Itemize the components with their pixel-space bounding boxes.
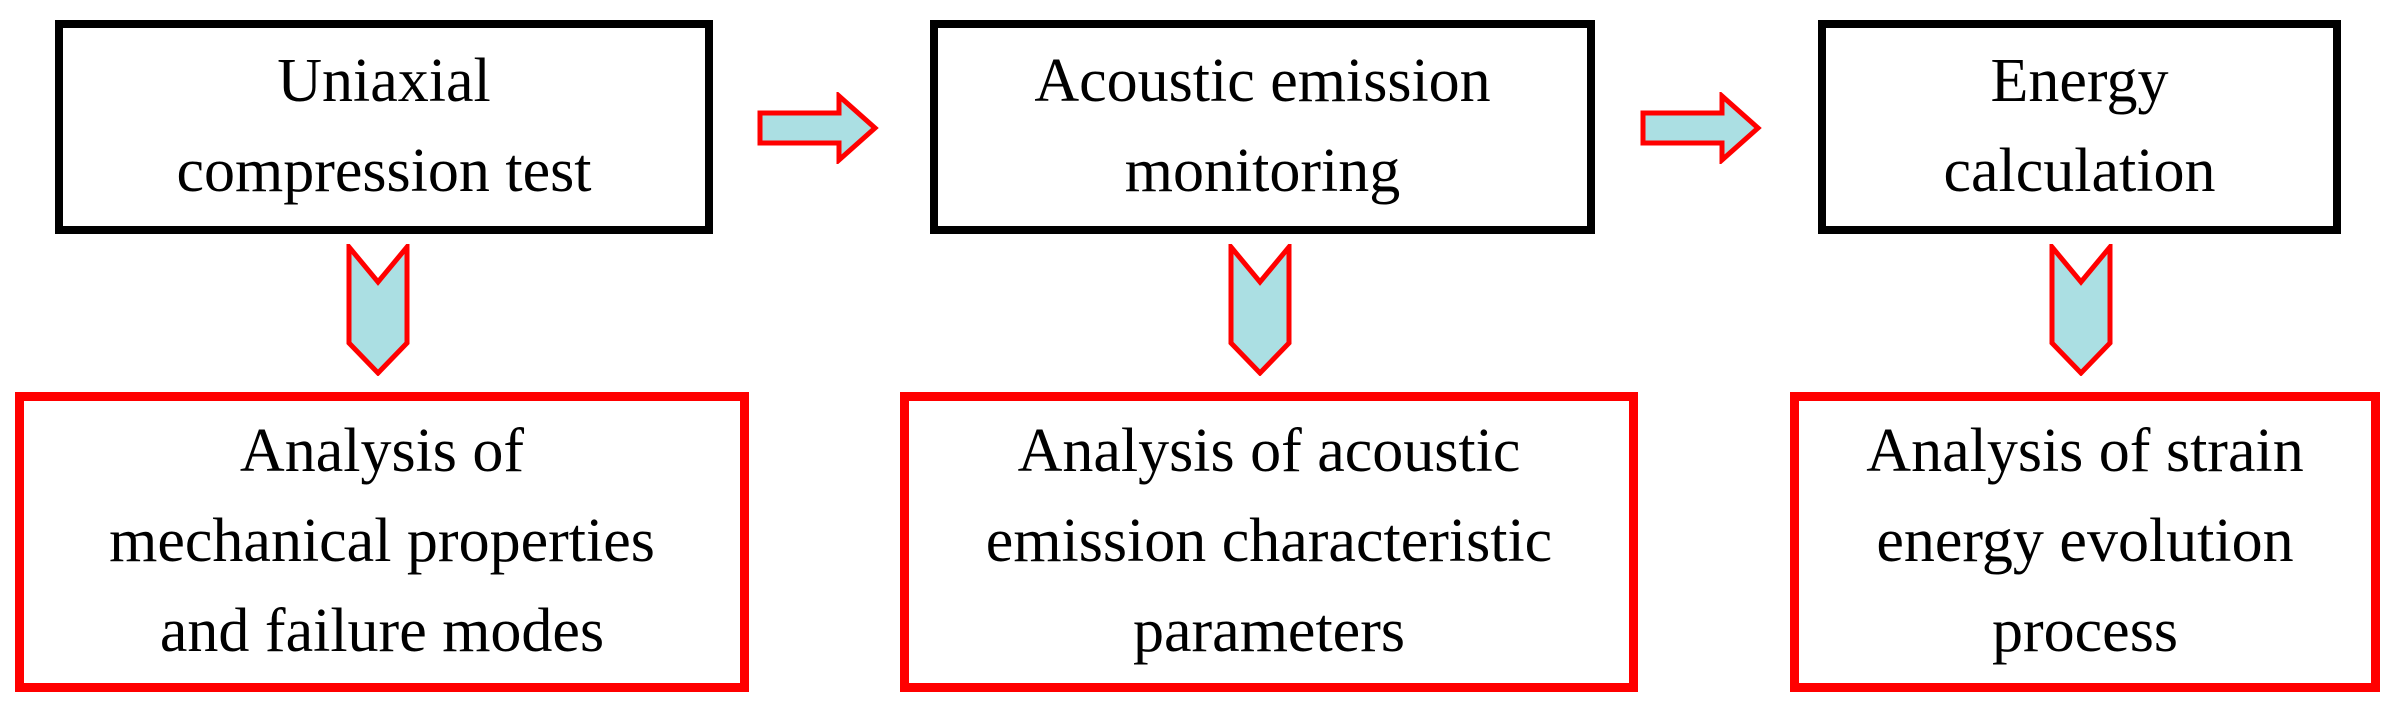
box-energy-calculation: Energy calculation [1818, 20, 2341, 234]
box-label: Energy calculation [1943, 47, 2216, 205]
right-arrow-icon-2 [1640, 92, 1762, 164]
down-arrow-icon-1 [346, 244, 410, 376]
box-label: Analysis of strain energy evolution proc… [1866, 417, 2304, 665]
box-analysis-mechanical-properties: Analysis of mechanical properties and fa… [15, 392, 749, 692]
box-uniaxial-compression-test: Uniaxial compression test [55, 20, 713, 234]
box-analysis-strain-energy-evolution: Analysis of strain energy evolution proc… [1790, 392, 2380, 692]
right-arrow-icon-1 [757, 92, 879, 164]
box-label: Analysis of acoustic emission characteri… [985, 417, 1553, 665]
box-label: Uniaxial compression test [176, 47, 592, 205]
down-arrow-icon-3 [2049, 244, 2113, 376]
down-arrow-icon-2 [1228, 244, 1292, 376]
box-analysis-ae-characteristic-parameters: Analysis of acoustic emission characteri… [900, 392, 1638, 692]
box-acoustic-emission-monitoring: Acoustic emission monitoring [930, 20, 1595, 234]
box-label: Acoustic emission monitoring [1034, 47, 1491, 205]
box-label: Analysis of mechanical properties and fa… [109, 417, 655, 665]
